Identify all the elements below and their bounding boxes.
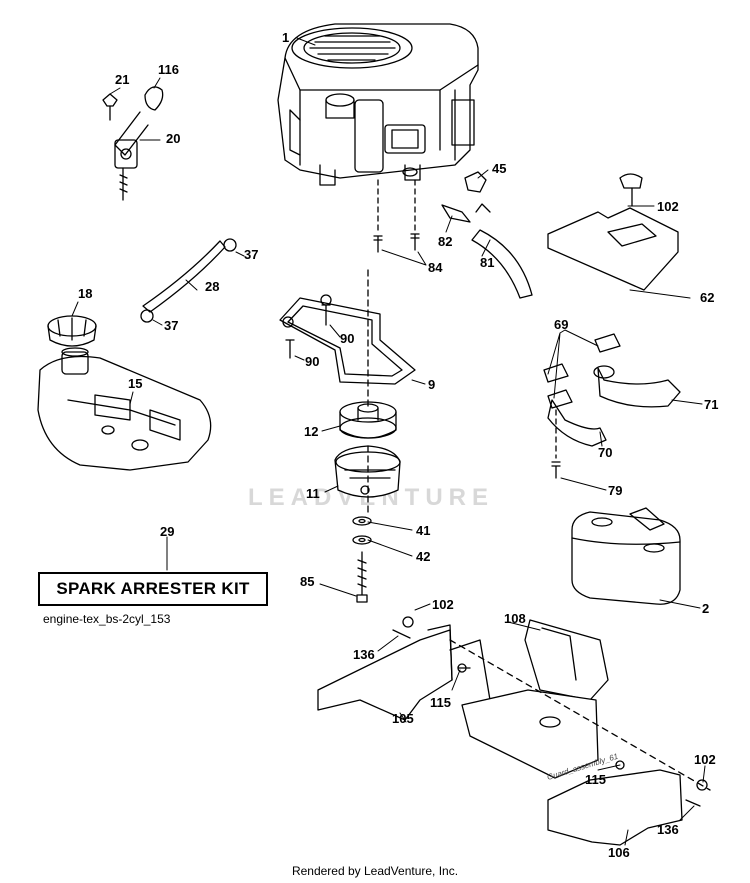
washers-and-bolt — [352, 269, 372, 603]
callout-136-left: 136 — [353, 647, 375, 662]
engine-bolts — [373, 179, 420, 253]
callout-116: 116 — [158, 62, 179, 77]
callout-45: 45 — [492, 161, 506, 176]
callout-20: 20 — [166, 131, 180, 146]
engine — [277, 23, 479, 186]
fuel-tank — [37, 347, 212, 471]
callout-102-top: 102 — [657, 199, 679, 214]
callout-37-top: 37 — [244, 247, 258, 262]
callout-108: 108 — [504, 611, 526, 626]
callout-41: 41 — [416, 523, 430, 538]
exhaust-pipes — [543, 333, 681, 479]
callout-28: 28 — [205, 279, 219, 294]
callout-37-bottom: 37 — [164, 318, 178, 333]
spark-arrester-kit-box: SPARK ARRESTER KIT — [38, 572, 268, 606]
callout-102-bottom: 102 — [694, 752, 716, 767]
callout-62: 62 — [700, 290, 714, 305]
leader-lines — [71, 37, 706, 846]
fuel-fittings — [441, 171, 533, 299]
pulley — [339, 401, 397, 439]
callout-81: 81 — [480, 255, 494, 270]
footer-credit: Rendered by LeadVenture, Inc. — [291, 864, 459, 878]
callout-79: 79 — [608, 483, 622, 498]
callouts: 1 21 116 20 45 82 84 81 102 62 37 28 37 … — [78, 30, 718, 860]
muffler — [571, 507, 681, 605]
heat-shield — [547, 173, 679, 291]
callout-115-right: 115 — [585, 772, 606, 787]
callout-1: 1 — [282, 30, 289, 45]
kit-callout-number: 29 — [160, 524, 175, 539]
throttle-parts — [102, 86, 164, 201]
callout-15: 15 — [128, 376, 142, 391]
callout-12: 12 — [304, 424, 318, 439]
callout-11: 11 — [306, 486, 320, 501]
callout-9: 9 — [428, 377, 435, 392]
callout-136-right: 136 — [657, 822, 679, 837]
fuel-cap — [47, 315, 97, 347]
callout-18: 18 — [78, 286, 92, 301]
callout-71: 71 — [704, 397, 718, 412]
callout-102-mid: 102 — [432, 597, 454, 612]
fuel-line — [140, 238, 237, 323]
callout-105: 105 — [392, 711, 414, 726]
callout-70: 70 — [598, 445, 612, 460]
callout-84: 84 — [428, 260, 443, 275]
callout-2: 2 — [702, 601, 709, 616]
mounting-brackets — [317, 616, 711, 846]
callout-69: 69 — [554, 317, 568, 332]
mounting-gasket — [279, 294, 416, 385]
callout-90-left: 90 — [305, 354, 319, 369]
callout-42: 42 — [416, 549, 430, 564]
spark-arrester-kit-label: SPARK ARRESTER KIT — [56, 579, 250, 598]
callout-115-left: 115 — [430, 695, 451, 710]
callout-21: 21 — [115, 72, 129, 87]
callout-106: 106 — [608, 845, 630, 860]
engine-tag: engine-tex_bs-2cyl_153 — [43, 612, 171, 626]
callout-85: 85 — [300, 574, 314, 589]
callout-90-right: 90 — [340, 331, 354, 346]
callout-82: 82 — [438, 234, 452, 249]
